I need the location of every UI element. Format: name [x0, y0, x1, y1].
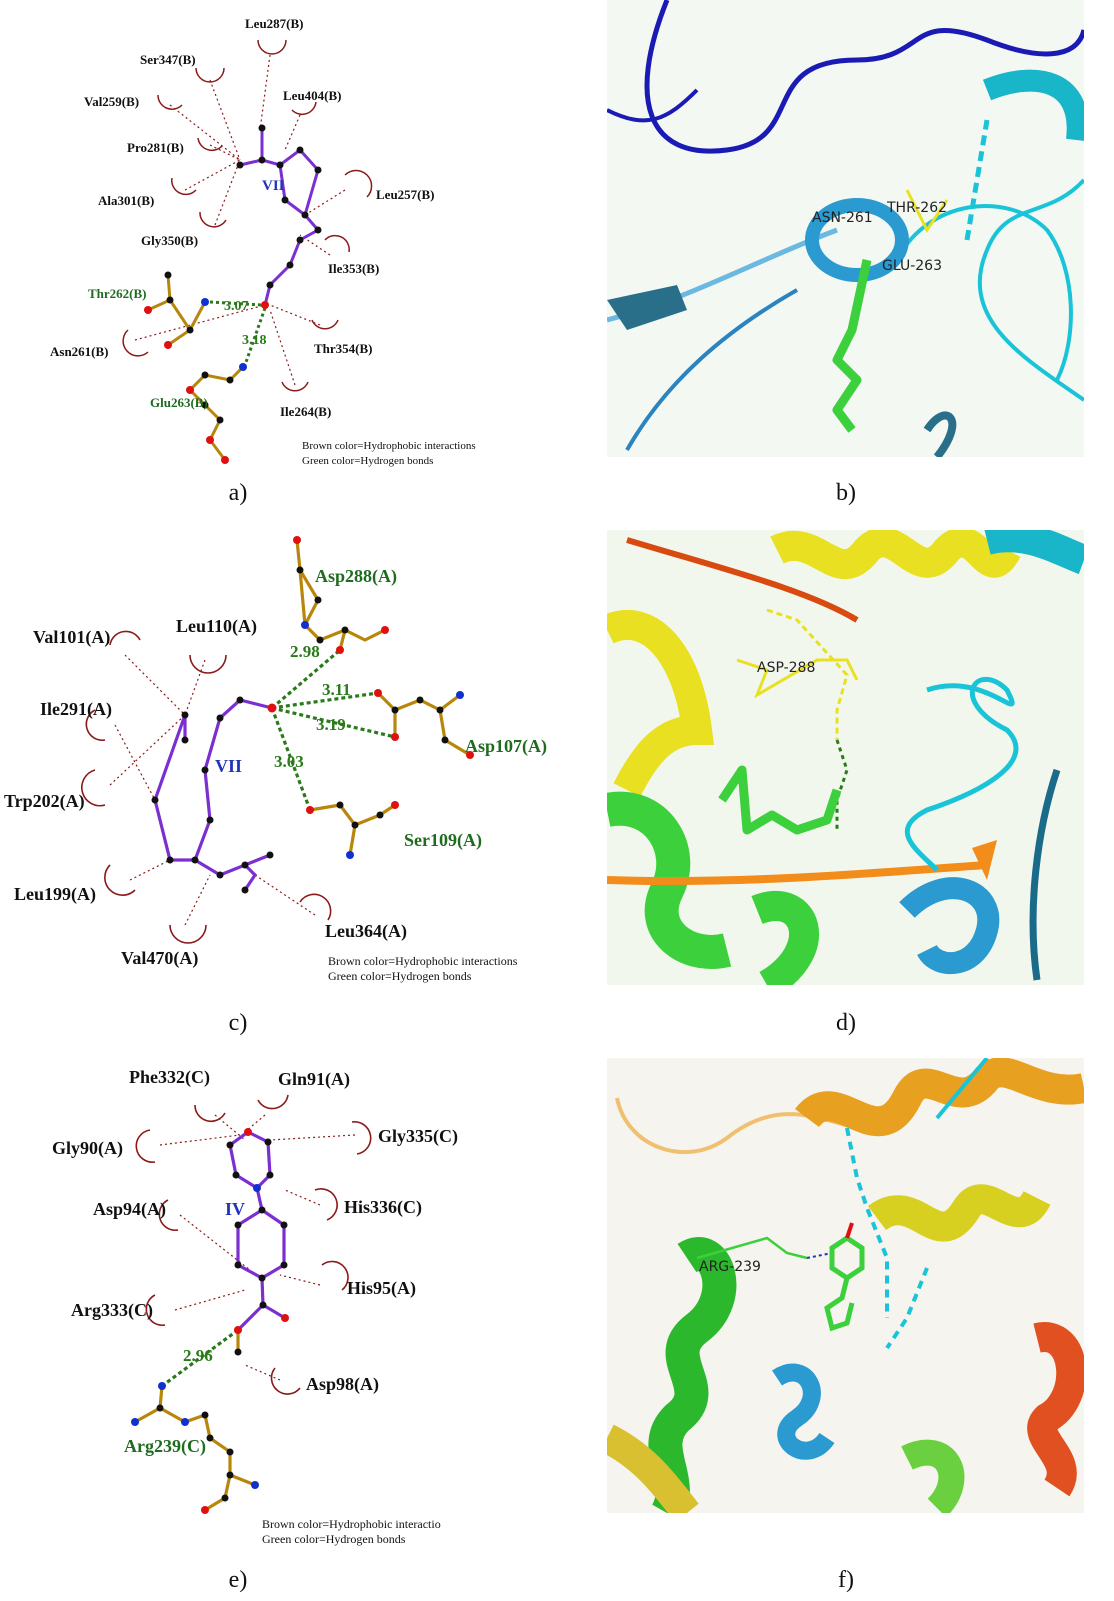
- residue-label: Asp94(A): [93, 1199, 166, 1220]
- ligand-atoms-e: [131, 1128, 289, 1514]
- hydrophobic-arcs: [81, 630, 332, 944]
- residue-label: Phe332(C): [129, 1067, 210, 1088]
- render-b-svg: ASN-261 THR-262 GLU-263: [607, 0, 1084, 457]
- ligand-label-c: VII: [215, 756, 242, 776]
- render-f-svg: ARG-239: [607, 1058, 1084, 1513]
- distance-label: 3.18: [242, 333, 267, 348]
- residue-label: Trp202(A): [4, 791, 85, 812]
- residue-3d-label: ARG-239: [699, 1259, 761, 1275]
- legend-hbond: Green color=Hydrogen bonds: [262, 1532, 406, 1546]
- hbond-lines-e: [161, 1328, 239, 1388]
- hydrophobic-arcs: [135, 1094, 372, 1395]
- caption-a: a): [228, 480, 248, 506]
- residue-3d-label: GLU-263: [882, 258, 942, 274]
- legend-hydrophobic: Brown color=Hydrophobic interactio: [262, 1517, 441, 1531]
- residue-label: Ala301(B): [98, 193, 154, 208]
- distance-label: 3.19: [316, 715, 346, 734]
- residue-label: Asn261(B): [50, 344, 109, 359]
- structure-render-d: ASP-288: [607, 530, 1084, 985]
- residue-label: Pro281(B): [127, 140, 184, 155]
- distance-label: 3.07: [224, 299, 249, 314]
- residue-label: Leu287(B): [245, 16, 304, 31]
- render-d-svg: ASP-288: [607, 530, 1084, 985]
- caption-f: f): [838, 1567, 854, 1593]
- residue-label: Val259(B): [84, 94, 139, 109]
- residue-label: Leu404(B): [283, 88, 342, 103]
- hbond-residue-label: Glu263(B): [150, 395, 208, 410]
- residue-label: Gln91(A): [278, 1069, 350, 1090]
- hbond-residue-label: Ser109(A): [404, 830, 482, 851]
- ligand-atoms-a: [144, 124, 322, 464]
- residue-label: Ile291(A): [40, 699, 112, 720]
- structure-render-f: ARG-239: [607, 1058, 1084, 1513]
- distance-label: 3.11: [322, 680, 351, 699]
- structure-render-b: ASN-261 THR-262 GLU-263: [607, 0, 1084, 457]
- residue-label: Gly90(A): [52, 1138, 123, 1159]
- hbond-lines-a: [209, 300, 267, 366]
- hbond-residue-label: Asp107(A): [465, 736, 547, 757]
- ligplot-panel-c: VII Val101(A) Leu110(A) Ile291(A) Trp202…: [0, 530, 580, 990]
- residue-label: Val470(A): [121, 948, 198, 969]
- hbond-residue-label: Thr262(B): [88, 286, 147, 301]
- residue-label: Ser347(B): [140, 52, 196, 67]
- caption-b: b): [836, 480, 856, 506]
- residue-label: Gly335(C): [378, 1126, 458, 1147]
- residue-3d-label: ASN-261: [812, 210, 873, 226]
- residue-label: Asp98(A): [306, 1374, 379, 1395]
- residue-label: Leu110(A): [176, 616, 257, 637]
- hydrophobic-contacts: [109, 654, 316, 926]
- residue-label: Leu199(A): [14, 884, 96, 905]
- caption-d: d): [836, 1010, 856, 1036]
- residue-3d-label: THR-262: [886, 200, 947, 216]
- hydrophobic-contacts: [134, 54, 346, 386]
- legend-hydrophobic: Brown color=Hydrophobic interactions: [302, 440, 476, 452]
- ligand-label-e: IV: [225, 1199, 245, 1219]
- legend-hydrophobic: Brown color=Hydrophobic interactions: [328, 954, 518, 968]
- hydrophobic-contacts: [159, 1114, 356, 1381]
- ligplot-panel-a: VII Leu287(B) Ser347(B) Val259(B) Leu404…: [0, 0, 540, 470]
- hbond-lines-c: [270, 648, 396, 811]
- caption-c: c): [228, 1010, 248, 1036]
- ligand-atoms-c: [151, 536, 474, 894]
- legend-hbond: Green color=Hydrogen bonds: [302, 455, 433, 467]
- ligplot-panel-e: IV Phe332(C) Gln91(A) Gly90(A) Gly335(C)…: [0, 1060, 560, 1560]
- residue-label: Ile264(B): [280, 404, 331, 419]
- ligplot-c-svg: VII Val101(A) Leu110(A) Ile291(A) Trp202…: [4, 536, 547, 983]
- residue-label: Gly350(B): [141, 233, 198, 248]
- caption-e: e): [228, 1567, 248, 1593]
- residue-label: Thr354(B): [314, 341, 373, 356]
- distance-label: 2.96: [183, 1346, 213, 1365]
- ligplot-e-svg: IV Phe332(C) Gln91(A) Gly90(A) Gly335(C)…: [52, 1067, 458, 1546]
- ligplot-a-svg: VII Leu287(B) Ser347(B) Val259(B) Leu404…: [50, 16, 476, 467]
- distance-label: 3.03: [274, 752, 304, 771]
- residue-label: Val101(A): [33, 627, 110, 648]
- distance-label: 2.98: [290, 642, 320, 661]
- residue-label: Leu364(A): [325, 921, 407, 942]
- hbond-residue-label: Arg239(C): [124, 1436, 206, 1457]
- residue-label: His336(C): [344, 1197, 422, 1218]
- hbond-residue-label: Asp288(A): [315, 566, 397, 587]
- ligand-bonds-e: [228, 1130, 286, 1332]
- residue-label: Leu257(B): [376, 187, 435, 202]
- ligand-label-a: VII: [262, 178, 285, 194]
- residue-label: Ile353(B): [328, 261, 379, 276]
- residue-3d-label: ASP-288: [757, 660, 815, 676]
- hydrophobic-arcs: [122, 39, 373, 392]
- residue-label: His95(A): [347, 1278, 416, 1299]
- residue-label: Arg333(C): [71, 1300, 153, 1321]
- legend-hbond: Green color=Hydrogen bonds: [328, 969, 472, 983]
